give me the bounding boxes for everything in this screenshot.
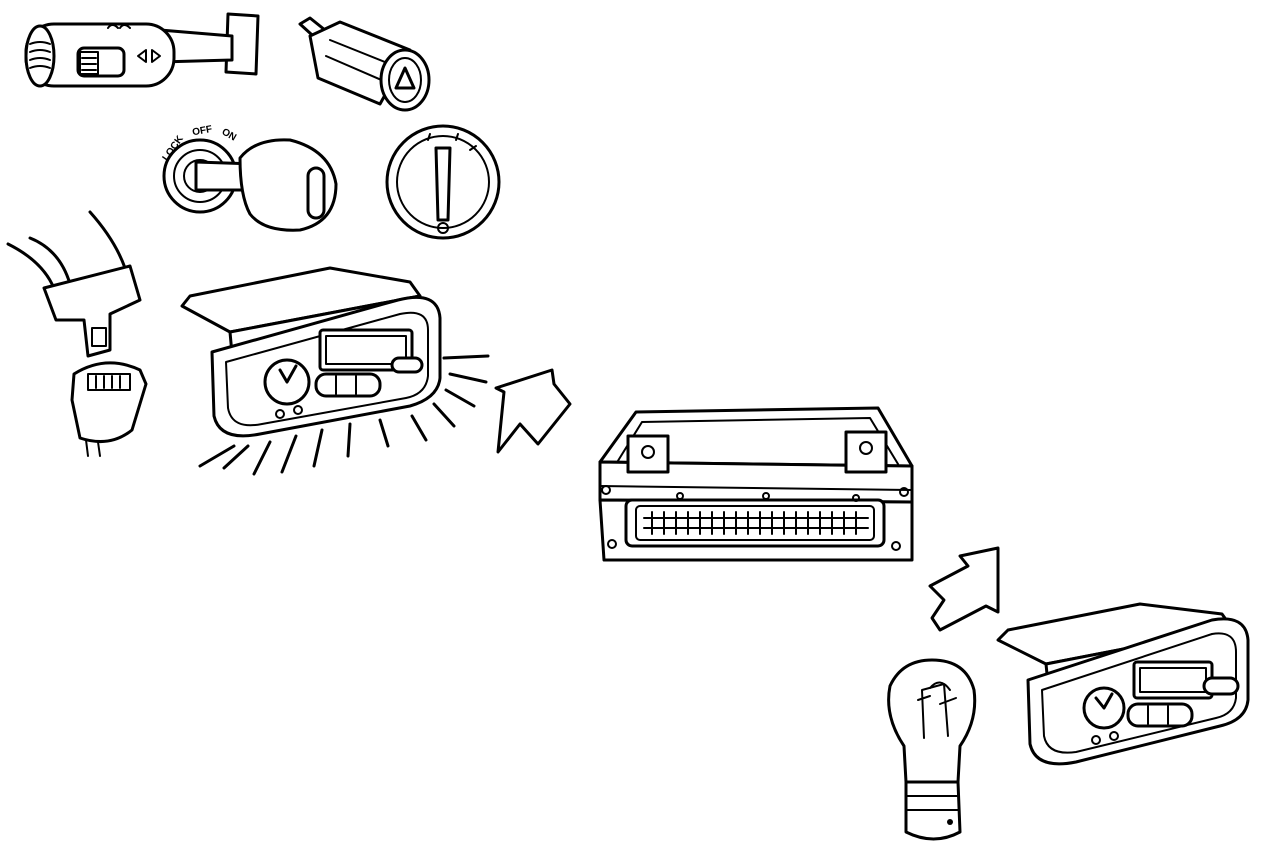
arrow-input-icon (494, 368, 572, 454)
light-switch-dial-icon (385, 124, 501, 240)
hazard-switch-icon (298, 16, 431, 112)
ignition-off-label: OFF (191, 124, 213, 138)
illumination-rays (198, 354, 490, 476)
ignition-switch-icon (162, 138, 338, 232)
display-unit-icon (996, 602, 1250, 766)
arrow-output-icon (928, 546, 1000, 632)
indicator-stalk-switch-icon (24, 12, 260, 88)
bulb-icon (887, 658, 977, 841)
display-unit-illuminated-icon (180, 266, 442, 438)
ignition-on-label: ON (220, 127, 238, 144)
control-unit-icon (598, 406, 914, 562)
seat-belt-icon (6, 210, 148, 457)
